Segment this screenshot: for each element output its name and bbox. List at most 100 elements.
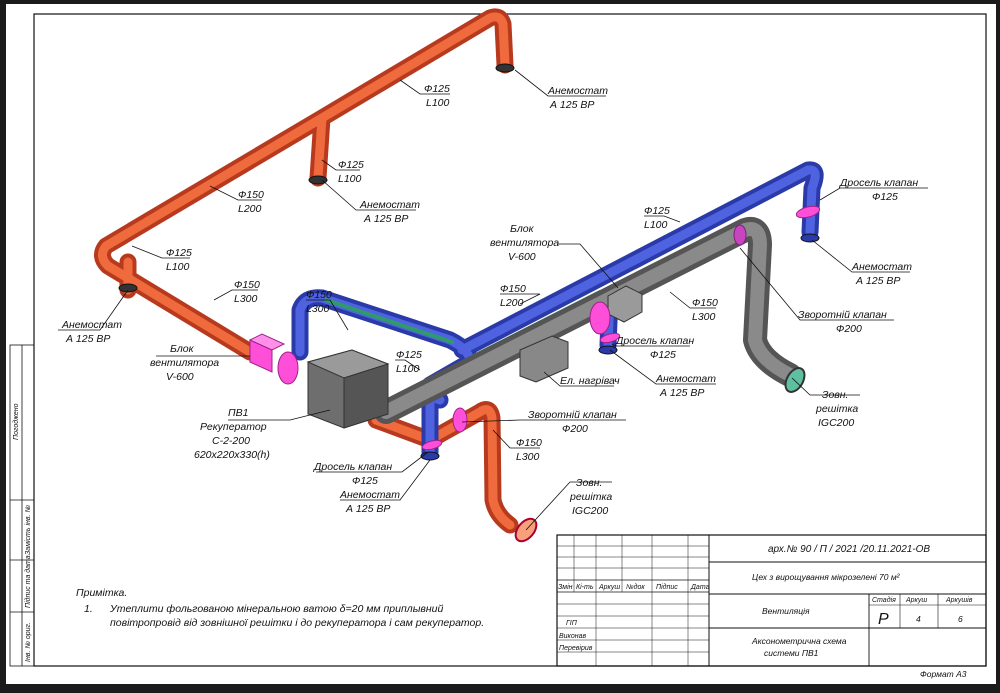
stage-value: Р (878, 611, 889, 628)
label-d150-top-1: Ф150 (238, 189, 264, 201)
title-block-text: Змін Кі-ть Аркуш №док Підпис Дата ГІП Ви… (558, 544, 973, 658)
label-damper-top-right-2: Ф125 (872, 191, 898, 203)
label-d125-left-2: L100 (166, 261, 190, 273)
note-title: Примітка. (76, 587, 127, 599)
label-d150-l300-right-1: Ф150 (692, 297, 718, 309)
drawing-name-1: Аксонометрична схема (751, 636, 847, 646)
label-damper-bottom-1: Дросель клапан (313, 461, 392, 473)
label-pv1-4: 620х220х330(h) (194, 449, 270, 461)
label-d150-top-2: L200 (238, 203, 262, 215)
label-d125-top-1: Ф125 (424, 83, 450, 95)
col-header-sheet: Аркуш (598, 584, 620, 591)
note-line-2: повітропровід від зовнішної решітки і до… (110, 617, 484, 629)
supply-duct (94, 8, 519, 534)
label-fan-right-3: V-600 (508, 251, 536, 263)
label-grille-bottom-2: решітка (569, 491, 612, 503)
label-d150-l300-bottom-1: Ф150 (516, 437, 542, 449)
section-name: Вентиляція (762, 606, 810, 616)
stage-label: Стадія (872, 596, 896, 604)
label-d150-l300-left-2: L300 (234, 293, 258, 305)
label-anem-right-1: Анемостат (851, 261, 912, 273)
label-d150-l300-right-2: L300 (692, 311, 716, 323)
label-fan-right-1: Блок (510, 223, 535, 235)
note-line-1: Утеплити фольгованою мінеральною ватою δ… (109, 603, 444, 615)
label-pv1-1: ПВ1 (228, 407, 248, 419)
label-check-right-2: Ф200 (836, 323, 862, 335)
label-d125-center-2: L100 (396, 363, 420, 375)
col-header-change: Змін (558, 583, 573, 591)
label-anem-left-2: А 125 ВР (65, 333, 110, 345)
label-d150-l300-mid-2: L300 (306, 303, 330, 315)
label-pv1-3: С-2-200 (212, 435, 250, 447)
object-name: Цех з вирощування мікрозелені 70 м² (752, 572, 901, 582)
label-grille-right-1: Зовн. (822, 389, 848, 401)
label-grille-right-3: IGC200 (818, 417, 854, 429)
label-fan-left-1: Блок (170, 343, 195, 355)
sheets-value: 6 (958, 614, 963, 624)
label-fan-right-2: вентилятора (490, 237, 559, 249)
ducts (94, 8, 824, 534)
sheets-label: Аркушів (945, 596, 973, 604)
sheet-value: 4 (916, 614, 921, 624)
label-damper-center-1: Дросель клапан (615, 335, 694, 347)
col-header-doc: №док (626, 583, 645, 591)
label-anem-center-2: А 125 ВР (659, 387, 704, 399)
format-label: Формат А3 (920, 669, 967, 679)
label-anem-bottom-2: А 125 ВР (345, 503, 390, 515)
note-number: 1. (84, 603, 93, 615)
label-d150-l300-bottom-2: L300 (516, 451, 540, 463)
role-performed: Виконав (559, 633, 587, 640)
label-fan-left-2: вентилятора (150, 357, 219, 369)
leader-lines (58, 69, 928, 531)
note: Примітка. 1. Утеплити фольгованою мінера… (76, 587, 484, 629)
col-header-sign: Підпис (656, 583, 678, 591)
label-d125-top-2: L100 (426, 97, 450, 109)
role-gip: ГІП (566, 620, 578, 627)
label-anem-mid-2: А 125 ВР (363, 213, 408, 225)
label-check-center-1: Зворотній клапан (528, 409, 617, 421)
side-strip-sign: Підпис та дата (24, 555, 32, 608)
label-d125-mid-1: Ф125 (338, 159, 364, 171)
col-header-date: Дата (690, 584, 710, 591)
label-anem-top-right-1: Анемостат (547, 85, 608, 97)
label-grille-right-2: решітка (815, 403, 858, 415)
role-checked: Перевірив (559, 644, 593, 652)
sheet-label: Аркуш (905, 597, 927, 604)
label-d150-l300-left-1: Ф150 (234, 279, 260, 291)
label-check-right-1: Зворотній клапан (798, 309, 887, 321)
title-block (556, 534, 987, 667)
callout-labels: Анемостат А 125 ВР Ф125 L100 Ф125 L100 А… (61, 83, 918, 517)
gray-duct (374, 217, 802, 424)
side-strip-agreed: Погоджено (12, 403, 20, 440)
label-d125-left-1: Ф125 (166, 247, 192, 259)
label-d150-l300-mid-1: Ф150 (306, 289, 332, 301)
label-heater: Ел. нагрівач (560, 375, 620, 387)
col-header-qty: Кі-ть (576, 583, 594, 591)
equipment (248, 205, 821, 451)
label-anem-center-1: Анемостат (655, 373, 716, 385)
label-d150-l200-right-1: Ф150 (500, 283, 526, 295)
label-d125-mid-2: L100 (338, 173, 362, 185)
label-d150-l200-right-2: L200 (500, 297, 524, 309)
side-strip (9, 344, 35, 667)
label-damper-bottom-2: Ф125 (352, 475, 378, 487)
label-anem-right-2: А 125 ВР (855, 275, 900, 287)
label-anem-left-1: Анемостат (61, 319, 122, 331)
label-d125-right-1: Ф125 (644, 205, 670, 217)
side-strip-inv: Інв. № ориг. (25, 622, 32, 662)
label-anem-bottom-1: Анемостат (339, 489, 400, 501)
drawing-name-2: системи ПВ1 (764, 648, 819, 658)
project-code: арх.№ 90 / П / 2021 /20.11.2021-ОВ (768, 544, 930, 555)
label-check-center-2: Ф200 (562, 423, 588, 435)
drawing-frame (33, 13, 987, 667)
label-damper-top-right-1: Дросель клапан (839, 177, 918, 189)
label-grille-bottom-1: Зовн. (576, 477, 602, 489)
label-anem-top-right-2: А 125 ВР (549, 99, 594, 111)
label-damper-center-2: Ф125 (650, 349, 676, 361)
label-d125-right-2: L100 (644, 219, 668, 231)
label-fan-left-3: V-600 (166, 371, 194, 383)
label-pv1-2: Рекуператор (200, 421, 267, 433)
side-strip-replace: Замість інв. № (24, 505, 32, 555)
